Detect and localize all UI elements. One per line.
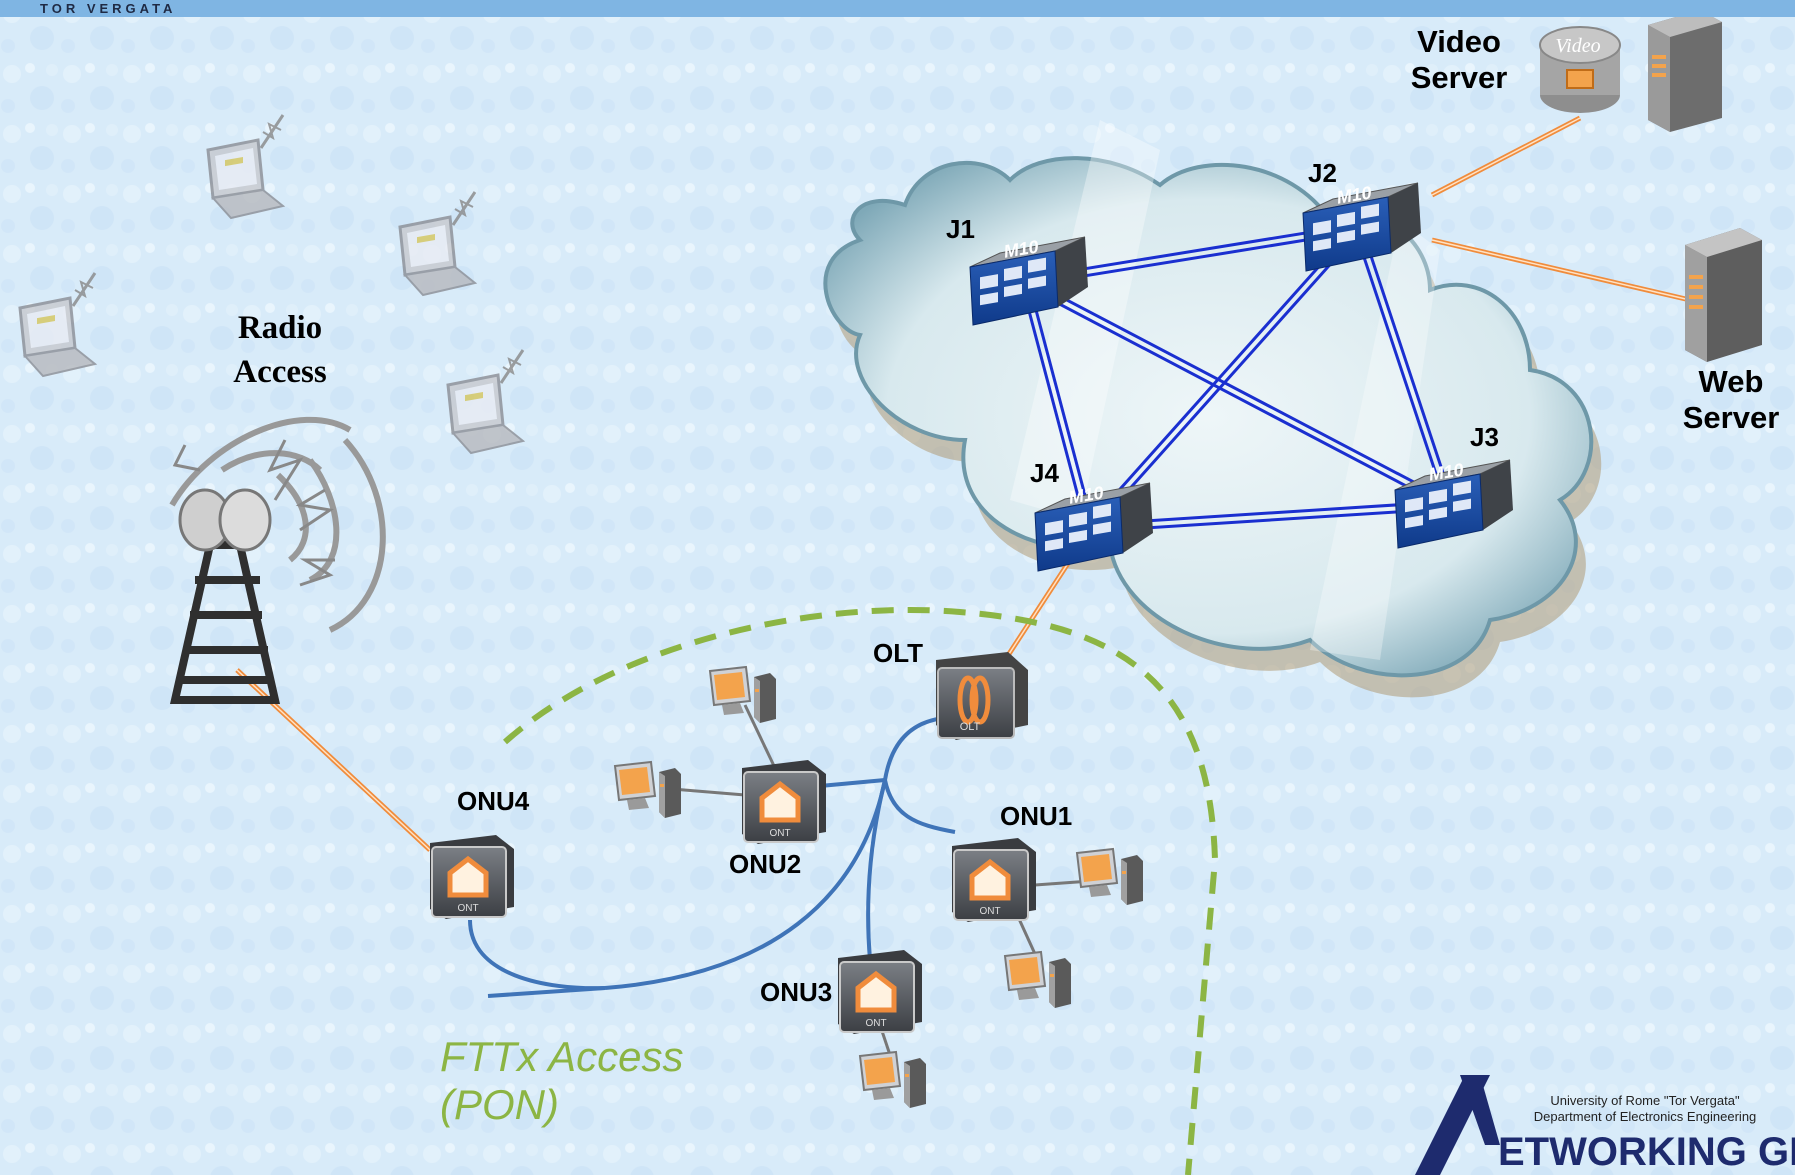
router-j1-icon: M10 [969,236,1088,326]
logo-department-text: Department of Electronics Engineering [1533,1109,1757,1124]
video-disk-label: Video [1555,35,1600,57]
ont-onu1-icon: ONT [952,838,1036,922]
web-server-label-line2: Server [1682,400,1780,435]
node-label-j3: J3 [1470,422,1499,452]
ont-onu4-device-text: ONT [457,903,478,914]
web-server-label: Web Server [1676,364,1786,436]
pc-icon [1075,847,1143,905]
core-link-j2-j3 [1353,226,1455,507]
router-j4-icon: M10 [1034,482,1153,572]
laptop-icon [206,114,286,220]
node-label-j1: J1 [946,214,975,244]
web-server-label-line1: Web [1698,364,1764,399]
olt-device-text: OLT [960,721,981,733]
core-link-j1-j3 [1022,277,1453,510]
ont-onu4-icon: ONT [430,835,514,919]
logo-university-text: University of Rome "Tor Vergata" [1550,1093,1740,1108]
fttx-access-label-line1: FTTx Access [440,1033,684,1080]
router-j2-icon: M10 [1302,182,1421,272]
radio-access-label-line1: Radio [237,310,323,346]
onu3-label: ONU3 [760,977,833,1007]
radio-access-label-line2: Access [233,354,327,390]
router-j3-icon: M10 [1394,459,1513,549]
laptop-icon [398,191,478,297]
ont-onu1-device-text: ONT [979,906,1000,917]
onu1-label: ONU1 [1000,801,1073,831]
laptop-icon [18,272,98,378]
laptop-icon [446,349,526,455]
olt-device-icon: OLT [936,652,1028,740]
pon-boundary [503,606,1219,1175]
ont-onu3-icon: ONT [838,950,922,1034]
fiber-tree [468,716,956,998]
ont-onu3-device-text: ONT [865,1018,886,1029]
header-text: TOR VERGATA [40,1,177,16]
node-label-j4: J4 [1030,458,1059,488]
core-links [1020,223,1455,533]
pc-icon [613,760,681,818]
video-server-label: Video Server [1404,24,1514,96]
pc-icon [1003,950,1071,1008]
core-link-j2-j4 [1086,224,1362,532]
radio-access-label: Radio Access [200,306,360,394]
olt-label: OLT [873,638,924,668]
fttx-access-label: FTTx Access (PON) [440,1033,683,1129]
video-server-label-line2: Server [1410,60,1508,95]
ont-onu2-device-text: ONT [769,828,790,839]
web-server-icon [1685,228,1762,362]
ont-group: ONT ONT ONT ONT [430,760,1036,1034]
fttx-access-label-line2: (PON) [440,1081,559,1128]
onu4-label: ONU4 [457,786,530,816]
header-bar: TOR VERGATA [0,0,1795,17]
laptop-group [18,114,526,455]
onu2-label: ONU2 [729,849,802,879]
networking-group-logo-icon [1415,1075,1500,1175]
logo-networking-group-text: ETWORKING GROU [1498,1130,1795,1174]
radio-tower-icon [169,416,386,704]
core-link-j1-j4 [1020,280,1095,530]
ont-onu2-icon: ONT [742,760,826,844]
node-label-j2: J2 [1308,158,1337,188]
pc-group [613,665,1143,1108]
pc-icon [708,665,776,723]
video-server-label-line1: Video [1417,24,1501,59]
pc-icon [858,1050,926,1108]
logo-caption: University of Rome "Tor Vergata" Departm… [1515,1093,1775,1125]
